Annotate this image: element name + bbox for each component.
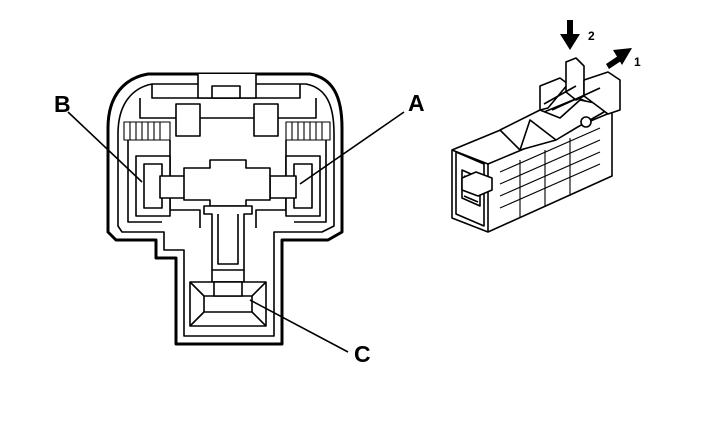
pull-diagonal-arrow bbox=[606, 48, 632, 69]
leader-line-a bbox=[299, 111, 405, 185]
leader-line-b bbox=[67, 111, 143, 183]
leader-line-c bbox=[249, 299, 349, 353]
label-a: A bbox=[408, 90, 425, 116]
label-c: C bbox=[354, 341, 371, 367]
arrow-label-2: 2 bbox=[588, 29, 595, 43]
push-down-arrow bbox=[560, 20, 580, 50]
label-b: B bbox=[54, 91, 71, 117]
arrow-label-1: 1 bbox=[634, 55, 641, 69]
connector-front-view bbox=[106, 72, 344, 346]
connector-isometric-view bbox=[451, 57, 621, 233]
